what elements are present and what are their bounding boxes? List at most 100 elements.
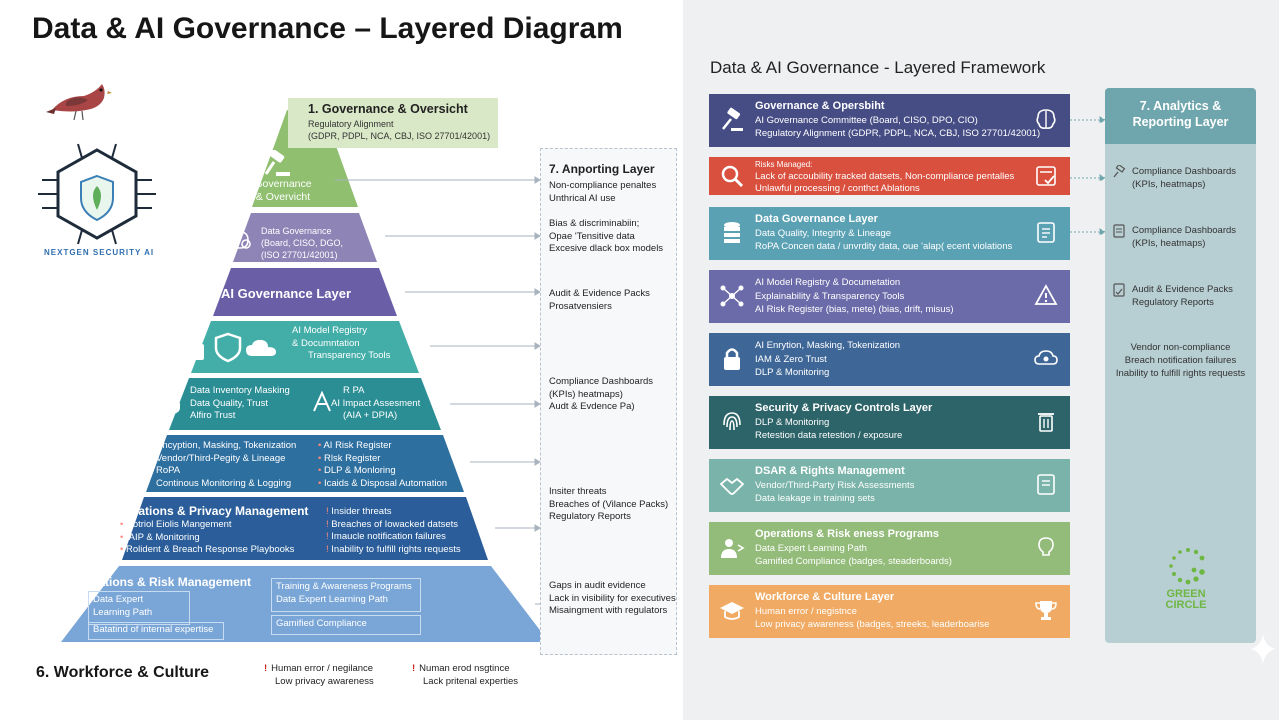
- layer8-box-training: Training & Awareness Programs Data Exper…: [271, 578, 421, 612]
- layer5-right-text: R PA AI Impact Assesment (AIA + DPIA): [331, 385, 420, 423]
- layer7-line: Rolident & Breach Response Playbooks: [125, 544, 295, 555]
- analytics-line: Compliance Dashboards: [1132, 225, 1237, 236]
- bar-text: Security & Privacy Controls Layer DLP & …: [755, 402, 932, 443]
- framework-bar-risks: Risks Managed: Lack of accoubility track…: [709, 157, 1070, 195]
- layer6-line: RoPA: [156, 465, 181, 476]
- layer6-left-text: Encyption, Masking, Tokenization Vendor/…: [156, 440, 296, 490]
- side-line: (KPIs) heatmaps): [549, 388, 623, 400]
- governance-box-lines: Regulatory Alignment (GDPR, PDPL, NCA, C…: [308, 118, 490, 142]
- framework-bar-encryption: AI Enrytion, Masking, Tokenization IAM &…: [709, 333, 1070, 386]
- risk-line: Lack pritenal experties: [423, 676, 519, 687]
- layer2-line: (Board, CISO, DGO,: [261, 238, 344, 248]
- green-circle-logo-icon: [1169, 548, 1205, 585]
- layer6-line: Rlsk Register: [323, 452, 381, 464]
- gavel-icon: [1113, 165, 1126, 178]
- database-icon: [724, 222, 740, 243]
- layer2-line: (ISO 27701/42001): [261, 250, 338, 260]
- analytics-line: Audit & Evidence Packs: [1132, 284, 1233, 295]
- layer7-right-text: ! Insider threats ! Breaches of Iowacked…: [326, 506, 461, 555]
- warning-icon: !: [264, 663, 268, 674]
- bar-line: DLP & Monitoring: [755, 416, 830, 428]
- layer2-text: Data Governance (Board, CISO, DGO, (ISO …: [261, 225, 343, 261]
- framework-title: Data & AI Governance - Layered Framework: [710, 58, 1046, 77]
- side-group-4: Compliance Dashboards (KPIs) heatmaps) A…: [549, 376, 653, 414]
- clipboard-icon: [1113, 224, 1125, 238]
- bar-text: DSAR & Rights Management Vendor/Third-Pa…: [755, 465, 914, 506]
- layer7-line: IAIP & Monitoring: [125, 531, 200, 543]
- bar-line: Data leakage in training sets: [755, 493, 875, 504]
- side-group-6: Gaps in audit evidence Lack in visibilit…: [549, 580, 676, 618]
- lock-icon: [724, 348, 740, 370]
- analytics-item-dashboards-2: Compliance Dashboards (KPIs, heatmaps): [1112, 224, 1236, 250]
- bar-line: Low privacy awareness (badges, streeks, …: [755, 619, 990, 630]
- framework-bar-data-governance: Data Governance Layer Data Quality, Inte…: [709, 207, 1070, 260]
- bar-line: IAM & Zero Trust: [755, 353, 827, 365]
- layer6-line: Encyption, Masking, Tokenization: [156, 440, 297, 451]
- pyramid-layer-3: [213, 268, 397, 316]
- connector-arrows: [1070, 116, 1106, 236]
- warning-icon: !: [412, 663, 416, 674]
- bar-line: Regulatory Alignment (GDPR, PDPL, NCA, C…: [755, 128, 1041, 139]
- pyramid-layer-8: [61, 566, 549, 642]
- layer8-line: Learning Path: [93, 606, 153, 618]
- bar-line: AI Enrytion, Masking, Tokenization: [755, 340, 901, 351]
- workforce-title: 6. Workforce & Culture: [36, 664, 210, 681]
- analytics-title-line: 7. Analytics &: [1139, 99, 1222, 113]
- report-icon: [1113, 283, 1125, 297]
- bar-title: Workforce & Culture Layer: [755, 591, 895, 603]
- layer6-line: Icaids & Disposal Automation: [323, 477, 448, 489]
- analytics-header: 7. Analytics & Reporting Layer: [1105, 88, 1256, 144]
- side-line: Compliance Dashboards: [549, 376, 654, 387]
- layer2-line: Data Governance: [261, 226, 332, 236]
- layer4-line: AI Model Registry: [292, 325, 367, 336]
- warning-triangle-icon: [1034, 284, 1058, 305]
- fingerprint-icon: [723, 412, 741, 431]
- bar-text: Governance & Opersbiht AI Governance Com…: [755, 100, 1040, 141]
- side-line: Regulatory Reports: [549, 511, 631, 522]
- workforce-risk-2: !Numan erod nsgtince Lack pritenal exper…: [412, 662, 518, 688]
- risk-line: Numan erod nsgtince: [419, 663, 510, 674]
- brain-icon: [1036, 109, 1056, 129]
- risk-line: Low privacy awareness: [275, 676, 374, 687]
- side-line: Prosatvensiers: [549, 300, 612, 312]
- layer5-line: R PA: [343, 385, 365, 396]
- pyramid-diagram: [61, 110, 550, 642]
- side-line: Opae 'Tensitive data: [549, 230, 635, 242]
- handshake-icon: [719, 477, 745, 495]
- bar-line: Lack of accoubility tracked datsets, Non…: [755, 171, 1015, 182]
- side-line: Unthrical AI use: [549, 192, 616, 204]
- user-learning-icon: [721, 539, 745, 558]
- layer6-line: DLP & Monloring: [323, 465, 396, 476]
- side-line: Audit & Evidence Packs: [549, 288, 650, 299]
- side-line: Bias & discriminabiin;: [549, 218, 640, 229]
- side-group-2: Bias & discriminabiin; Opae 'Tensitive d…: [549, 218, 663, 256]
- layer5-left-text: Data Inventory Masking Data Quality, Tru…: [190, 385, 290, 423]
- bar-line: Human error / negistnce: [755, 605, 857, 617]
- pyramid-layer-7: [122, 497, 488, 560]
- bar-line: DLP & Monitoring: [755, 367, 830, 378]
- layer7-line: Imaucle notification failures: [331, 531, 446, 542]
- bar-title: Governance & Opersbiht: [755, 100, 885, 112]
- layer6-line: AI Risk Register: [323, 440, 392, 451]
- bar-title: Operations & Risk eness Programs: [755, 528, 940, 540]
- layer7-left-text: • Cotriol Eiolis Mangement • IAIP & Moni…: [120, 519, 295, 555]
- pyramid-layer-5: [169, 378, 441, 430]
- bar-line: Data Quality, Integrity & Lineage: [755, 227, 892, 239]
- side-line: Lack in visibility for executives: [549, 592, 676, 604]
- analytics-line: (KPIs, heatmaps): [1132, 238, 1206, 249]
- workforce-risk-1: !Human error / negilance Low privacy awa…: [264, 662, 374, 688]
- side-line: Non-compliance penaltes: [549, 180, 657, 191]
- framework-bar-dsar: DSAR & Rights Management Vendor/Third-Pa…: [709, 459, 1070, 512]
- layer8-line: Training & Awareness Programs: [276, 581, 412, 592]
- framework-bar-workforce: Workforce & Culture Layer Human error / …: [709, 585, 1070, 638]
- apex-line: Governance: [254, 178, 312, 190]
- bar-text: AI Enrytion, Masking, Tokenization IAM &…: [755, 339, 900, 380]
- clipboard-icon: [1037, 222, 1055, 243]
- side-line: Misaingment with regulators: [549, 605, 668, 616]
- trash-icon: [1038, 413, 1054, 432]
- bar-line: AI Risk Register (bias, mete) (bias, dri…: [755, 304, 954, 315]
- side-line: Breaches of (Vilance Packs): [549, 498, 669, 510]
- governance-line: Regulatory Alignment: [308, 119, 394, 129]
- layer5-line: Data Inventory Masking: [190, 385, 290, 396]
- apex-text: Governance & Overvicht: [250, 178, 316, 203]
